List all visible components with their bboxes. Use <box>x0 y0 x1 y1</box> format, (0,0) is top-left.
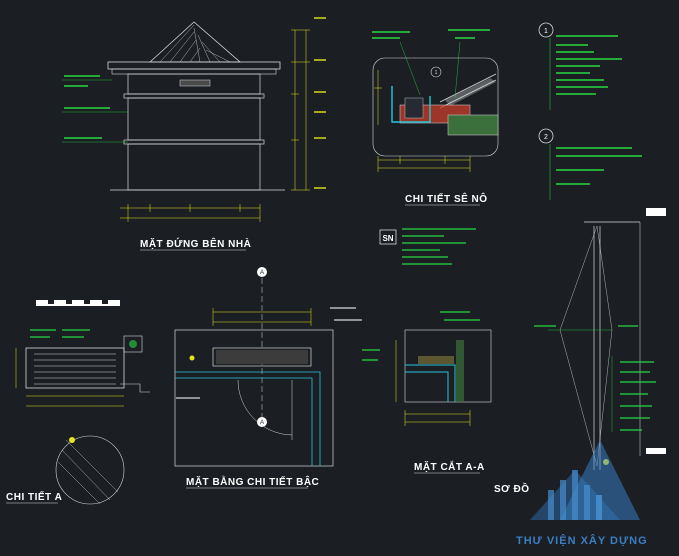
section-marker-top-label: A <box>260 270 264 276</box>
watermark-logo <box>530 440 640 520</box>
facade-vent <box>179 79 211 87</box>
watermark-text: THƯ VIỆN XÂY DỰNG <box>516 534 648 547</box>
schematic-title: SƠ ĐỒ <box>494 482 529 495</box>
notes-callout-2: 2 <box>544 134 548 141</box>
detail-a-title: CHI TIẾT A <box>6 490 62 503</box>
layer-notes-roof: 1 2 <box>538 22 642 200</box>
section-a-a: MẶT CẮT A-A <box>395 311 492 474</box>
eave-gutter-detail: 1 CHI TIẾT SÊ NÔ <box>372 29 499 206</box>
facade-title: MẶT ĐỨNG BÊN NHÀ <box>140 237 251 250</box>
roof-drainage-schematic: SƠ ĐỒ <box>494 208 666 495</box>
detail-a: CHI TIẾT A <box>6 300 150 505</box>
section-marker-bottom <box>257 417 267 427</box>
eave-callout-number: 1 <box>435 70 438 76</box>
step-plan-title: MẶT BẰNG CHI TIẾT BẬC <box>186 475 319 488</box>
step-plan: A A MẶT BẰNG CHI TIẾT BẬC <box>174 267 380 489</box>
section-marker-bottom-label: A <box>260 420 264 426</box>
sn-tag: SN <box>382 234 393 243</box>
section-a-a-title: MẶT CẮT A-A <box>414 460 485 473</box>
notes-callout-1: 1 <box>544 28 548 35</box>
facade-elevation: MẶT ĐỨNG BÊN NHÀ <box>62 17 326 251</box>
section-marker-top <box>257 267 267 277</box>
sn-notes: SN <box>379 228 476 265</box>
eave-title: CHI TIẾT SÊ NÔ <box>405 192 488 205</box>
